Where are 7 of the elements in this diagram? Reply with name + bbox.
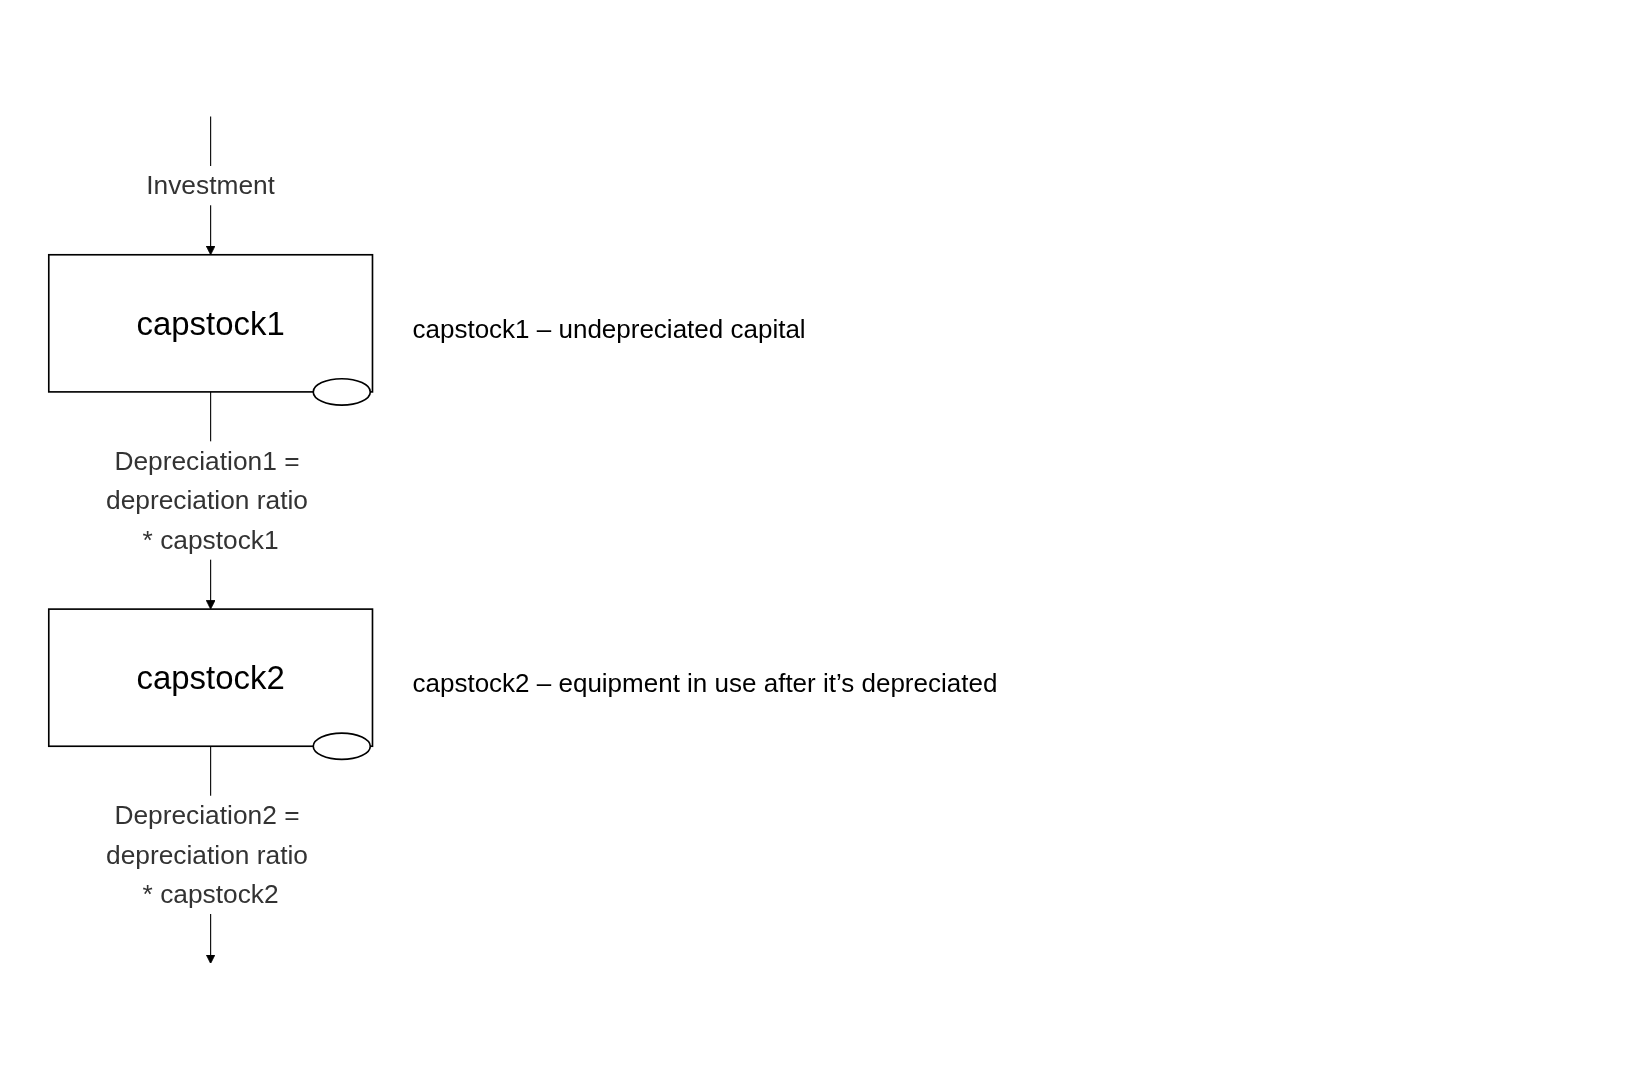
edge-label: Investment <box>146 170 276 200</box>
node-box: capstock1 <box>47 253 374 393</box>
node-box: capstock2 <box>47 608 374 748</box>
edge-label: Depreciation2 = depreciation ratio * capstock2 <box>105 800 308 909</box>
node-caption: capstock2 – equipment in use after it’s depreciated <box>412 668 998 700</box>
edge-label: Depreciation1 = depreciation ratio * capstock1 <box>105 445 308 555</box>
node-caption: capstock1 – undepreciated capital <box>412 313 806 345</box>
